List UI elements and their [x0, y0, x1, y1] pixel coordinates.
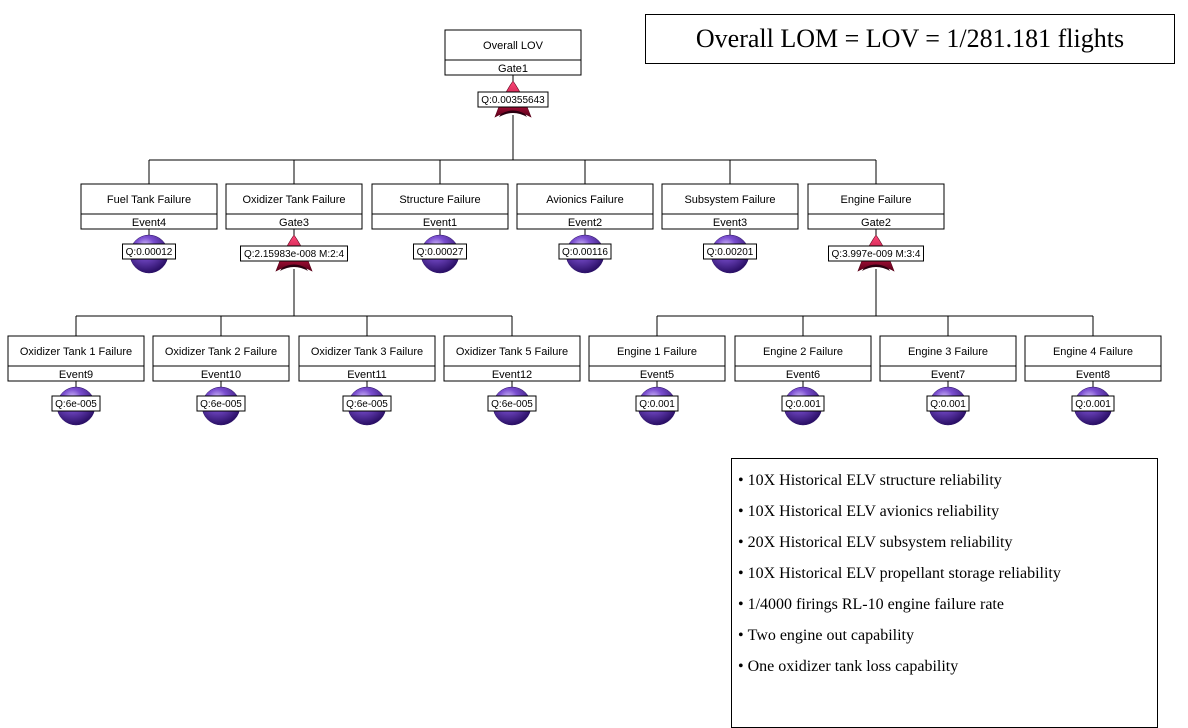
node-event4-box [80, 183, 218, 230]
node-gate3-name: Gate3 [279, 217, 309, 229]
node-event8-probability-frame [1071, 395, 1115, 412]
node-event9-probability: Q:6e-005 [55, 399, 97, 410]
node-event5-name: Event5 [640, 369, 674, 381]
node-gate1-probability: Q:0.00355643 [481, 95, 545, 106]
node-event12-box [443, 335, 581, 382]
gate-base-shadow [862, 264, 890, 271]
note-item: 10X Historical ELV structure reliability [738, 471, 1157, 502]
note-item: 10X Historical ELV propellant storage re… [738, 564, 1157, 595]
node-event6-name: Event6 [786, 369, 820, 381]
node-gate2-probability-frame [828, 245, 924, 262]
node-gate3-box [225, 183, 363, 230]
node-event1-name: Event1 [423, 217, 457, 229]
node-event7-probability-frame [926, 395, 970, 412]
node-gate2-probability: Q:3.997e-009 M:3:4 [832, 249, 921, 260]
node-event1-probability-frame [413, 243, 467, 260]
node-event4-probability: Q:0.00012 [126, 247, 173, 258]
node-event3-label: Subsystem Failure [684, 194, 775, 206]
assumptions-notes-box: 10X Historical ELV structure reliability… [731, 458, 1158, 728]
node-event11-label: Oxidizer Tank 3 Failure [311, 346, 423, 358]
node-gate1-label: Overall LOV [483, 40, 544, 52]
note-item: 10X Historical ELV avionics reliability [738, 502, 1157, 533]
node-event12-label: Oxidizer Tank 5 Failure [456, 346, 568, 358]
node-event7-name: Event7 [931, 369, 965, 381]
node-event4-label: Fuel Tank Failure [107, 194, 191, 206]
node-event11-box [298, 335, 436, 382]
node-event11-probability: Q:6e-005 [346, 399, 388, 410]
node-gate3-probability: Q:2.15983e-008 M:2:4 [244, 249, 345, 260]
node-event12-probability: Q:6e-005 [491, 399, 533, 410]
node-event8-box [1024, 335, 1162, 382]
node-event6-probability-frame [781, 395, 825, 412]
node-event5-probability-frame [635, 395, 679, 412]
node-event1-label: Structure Failure [399, 194, 480, 206]
node-event10-probability-frame [196, 395, 246, 412]
node-event3-probability-frame [703, 243, 757, 260]
note-item: 20X Historical ELV subsystem reliability [738, 533, 1157, 564]
node-event7-probability: Q:0.001 [930, 399, 966, 410]
node-event9-name: Event9 [59, 369, 93, 381]
node-gate2-label: Engine Failure [841, 194, 912, 206]
node-gate3-probability-frame [240, 245, 348, 262]
node-event10-probability: Q:6e-005 [200, 399, 242, 410]
node-event1-probability: Q:0.00027 [417, 247, 464, 258]
connector-lines [75, 115, 1094, 336]
node-gate1-probability-frame [477, 91, 549, 108]
node-gate1-box [444, 29, 582, 76]
node-event3-probability: Q:0.00201 [707, 247, 754, 258]
node-event2-probability-frame [558, 243, 612, 260]
node-event8-name: Event8 [1076, 369, 1110, 381]
gate-base-shadow [280, 264, 308, 271]
gate-base-shadow [499, 110, 527, 117]
node-event11-name: Event11 [347, 369, 387, 381]
node-event4-probability-frame [122, 243, 176, 260]
node-event3-box [661, 183, 799, 230]
node-event5-probability: Q:0.001 [639, 399, 675, 410]
node-event7-label: Engine 3 Failure [908, 346, 988, 358]
node-event6-probability: Q:0.001 [785, 399, 821, 410]
node-event10-label: Oxidizer Tank 2 Failure [165, 346, 277, 358]
node-event2-name: Event2 [568, 217, 602, 229]
node-event6-box [734, 335, 872, 382]
node-event2-probability: Q:0.00116 [562, 247, 608, 258]
node-event7-box [879, 335, 1017, 382]
node-event5-box [588, 335, 726, 382]
note-item: One oxidizer tank loss capability [738, 657, 1157, 688]
node-event3-name: Event3 [713, 217, 747, 229]
node-event12-name: Event12 [492, 369, 532, 381]
node-event4-name: Event4 [132, 217, 166, 229]
node-event9-box [7, 335, 145, 382]
node-gate2-name: Gate2 [861, 217, 891, 229]
node-event5-label: Engine 1 Failure [617, 346, 697, 358]
node-event10-box [152, 335, 290, 382]
node-event8-label: Engine 4 Failure [1053, 346, 1133, 358]
node-event9-label: Oxidizer Tank 1 Failure [20, 346, 132, 358]
node-event9-probability-frame [51, 395, 101, 412]
note-item: Two engine out capability [738, 626, 1157, 657]
node-gate1-name: Gate1 [498, 63, 528, 75]
overall-lom-summary: Overall LOM = LOV = 1/281.181 flights [645, 14, 1175, 64]
node-gate3-label: Oxidizer Tank Failure [242, 194, 345, 206]
note-item: 1/4000 firings RL-10 engine failure rate [738, 595, 1157, 626]
node-event2-label: Avionics Failure [546, 194, 623, 206]
node-event11-probability-frame [342, 395, 392, 412]
node-event12-probability-frame [487, 395, 537, 412]
node-event10-name: Event10 [201, 369, 241, 381]
node-event1-box [371, 183, 509, 230]
node-event8-probability: Q:0.001 [1075, 399, 1111, 410]
node-event6-label: Engine 2 Failure [763, 346, 843, 358]
